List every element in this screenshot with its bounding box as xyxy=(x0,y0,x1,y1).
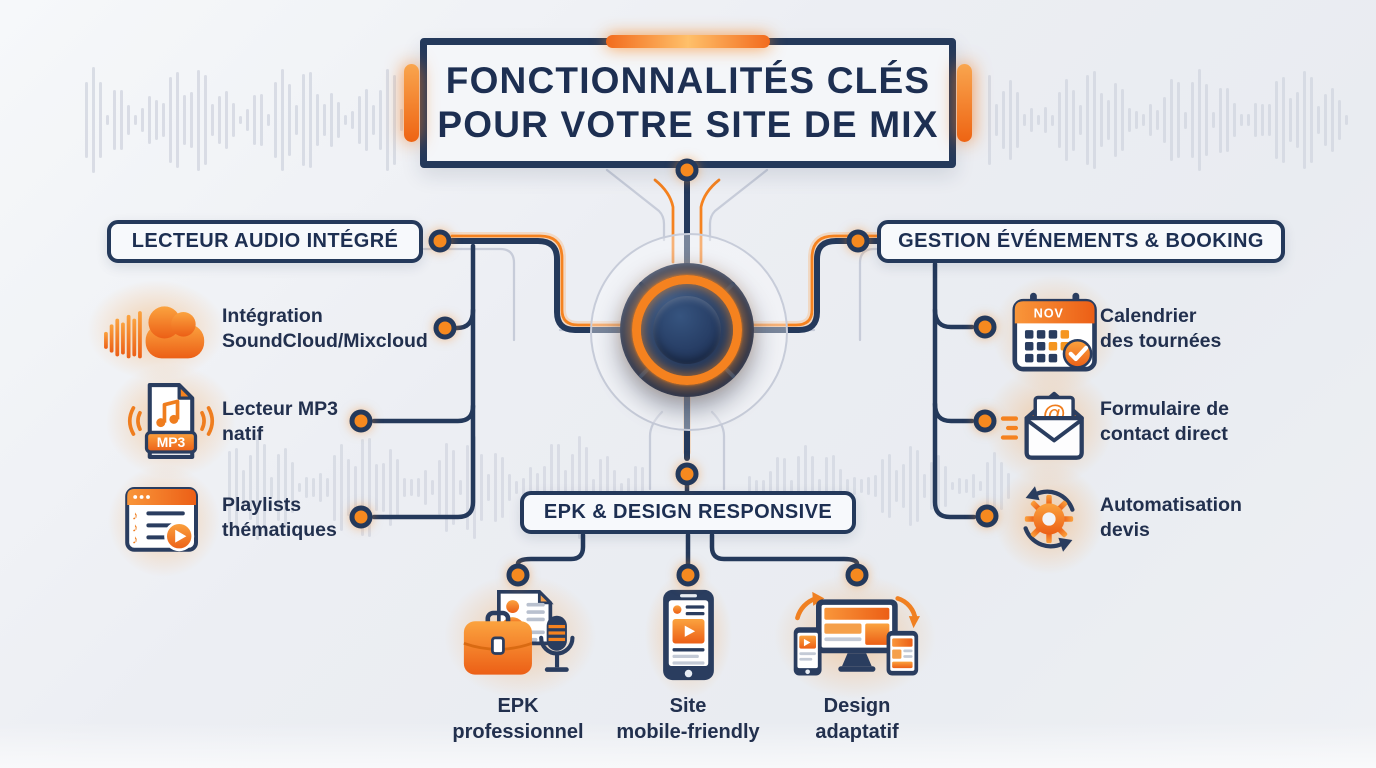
feature-label-line: EPK xyxy=(497,695,539,717)
feature-label-playlists: Playlists thématiques xyxy=(222,493,337,543)
hub-orange-ring xyxy=(632,275,742,385)
wire-booking-trunk xyxy=(932,261,977,520)
feature-label-calendar: Calendrier des tournées xyxy=(1100,304,1221,354)
wire-hub-to-audio xyxy=(449,238,627,333)
playlist-icon: ♪ ♪ ♪ xyxy=(108,465,220,577)
feature-label-line: contact direct xyxy=(1100,422,1228,445)
feature-label-epk-pro: EPK professionnel xyxy=(428,694,608,745)
node-audio-header xyxy=(428,229,452,253)
node-mp3 xyxy=(349,409,373,433)
deco-orange-trace xyxy=(653,178,675,264)
deco-trace xyxy=(858,247,954,342)
title-box: FONCTIONNALITÉS CLÉS POUR VOTRE SITE DE … xyxy=(404,35,972,168)
waveform-decoration xyxy=(85,64,403,176)
page-title-line1: FONCTIONNALITÉS CLÉS xyxy=(445,60,931,102)
hub-tick xyxy=(724,367,736,379)
wire-audio-trunk xyxy=(371,243,476,520)
wire-branch-mp3 xyxy=(371,403,476,424)
node-soundcloud xyxy=(433,316,457,340)
deco-orange-trace xyxy=(699,178,721,264)
hub-core xyxy=(653,296,721,364)
wire-booking-glow xyxy=(752,234,924,327)
title-accent-capsule-left xyxy=(404,64,419,142)
title-accent-capsule-right xyxy=(957,64,972,142)
mp3-file-icon: MP3 xyxy=(106,364,236,478)
calendar-icon: NOV xyxy=(992,275,1119,392)
node-title xyxy=(675,158,699,182)
feature-label-line: devis xyxy=(1100,518,1150,541)
feature-label-line: adaptatif xyxy=(815,720,899,743)
page-title-line2: POUR VOTRE SITE DE MIX xyxy=(437,104,939,145)
svg-text:♪: ♪ xyxy=(132,508,138,522)
node-epk-header xyxy=(675,462,699,486)
calendar-month-badge: NOV xyxy=(1034,305,1064,320)
feature-label-line: Automatisation xyxy=(1100,494,1242,516)
feature-label-line: des tournées xyxy=(1100,329,1222,352)
feature-label-automation: Automatisation devis xyxy=(1100,493,1242,543)
epk-briefcase-mic-icon xyxy=(444,574,596,698)
deco-trace xyxy=(708,168,769,242)
feature-label-line: Site xyxy=(669,695,707,717)
contact-envelope-icon: @ xyxy=(984,366,1114,484)
soundcloud-icon xyxy=(87,280,225,380)
waveform-decoration xyxy=(748,440,1010,532)
mp3-badge: MP3 xyxy=(157,434,186,450)
feature-label-line: professionnel xyxy=(452,720,584,743)
title-accent-bar xyxy=(606,35,770,48)
waveform-decoration xyxy=(228,430,644,545)
deco-trace xyxy=(422,247,516,342)
node-automation xyxy=(975,504,999,528)
feature-label-line: Lecteur MP3 xyxy=(222,398,338,420)
feature-label-line: Intégration xyxy=(222,305,323,327)
deco-trace xyxy=(605,168,666,242)
feature-label-line: Design xyxy=(823,695,891,717)
gear-sync-icon xyxy=(994,464,1104,574)
section-header-audio: LECTEUR AUDIO INTÉGRÉ xyxy=(107,220,423,263)
feature-label-line: Playlists xyxy=(222,494,302,516)
wire-audio-glow xyxy=(450,234,622,327)
feature-label-soundcloud: Intégration SoundCloud/Mixcloud xyxy=(222,304,428,354)
feature-label-contact: Formulaire de contact direct xyxy=(1100,397,1229,447)
waveform-decoration xyxy=(988,66,1348,174)
hub-knob xyxy=(620,263,754,397)
feature-label-line: Calendrier xyxy=(1100,305,1197,327)
wire-branch-epk-pro xyxy=(515,532,586,567)
feature-label-line: mobile-friendly xyxy=(616,720,760,743)
responsive-devices-icon xyxy=(774,574,936,699)
mobile-site-icon xyxy=(645,572,732,698)
feature-label-mp3: Lecteur MP3 natif xyxy=(222,397,338,447)
svg-text:♪: ♪ xyxy=(132,520,138,534)
feature-label-line: Formulaire de xyxy=(1100,398,1229,420)
section-header-booking: GESTION ÉVÉNEMENTS & BOOKING xyxy=(877,220,1285,263)
node-mobile xyxy=(676,563,700,587)
svg-text:♪: ♪ xyxy=(132,532,138,546)
node-booking-header xyxy=(846,229,870,253)
feature-label-line: natif xyxy=(222,422,264,445)
wire-hub-to-booking xyxy=(747,238,925,333)
wire-branch-adaptive xyxy=(709,532,860,567)
wire-branch-contact xyxy=(932,401,975,424)
node-adaptive xyxy=(845,563,869,587)
section-header-epk: EPK & DESIGN RESPONSIVE xyxy=(520,491,856,534)
feature-label-mobile: Site mobile-friendly xyxy=(598,694,778,745)
wire-branch-calendar xyxy=(932,307,975,330)
feature-label-line: SoundCloud/Mixcloud xyxy=(222,329,428,352)
node-playlists xyxy=(349,505,373,529)
wire-branch-soundcloud xyxy=(454,307,476,331)
node-epk-pro xyxy=(506,563,530,587)
feature-label-line: thématiques xyxy=(222,518,337,541)
feature-label-adaptive: Design adaptatif xyxy=(767,694,947,745)
node-calendar xyxy=(973,315,997,339)
node-contact xyxy=(973,409,997,433)
